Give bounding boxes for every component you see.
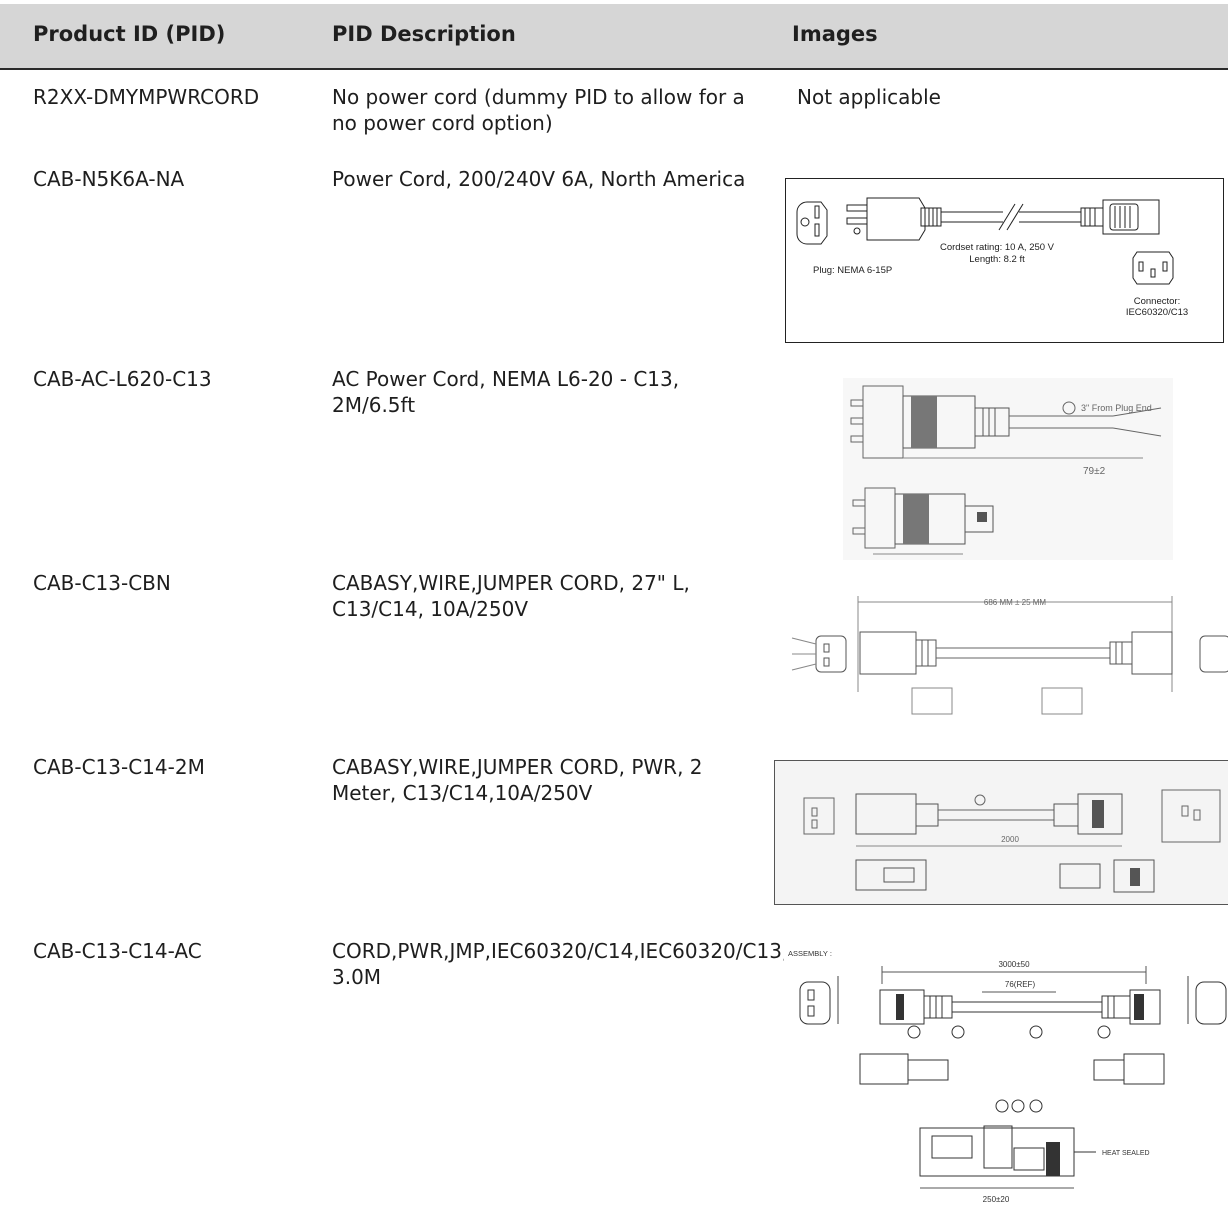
rating-label: Cordset rating: 10 A, 250 V [940, 242, 1055, 253]
description-cell: No power cord (dummy PID to allow for a … [332, 85, 745, 135]
length-label: 686 MM ± 25 MM [984, 598, 1047, 607]
pid-cell: CAB-C13-CBN [33, 571, 171, 595]
description-cell: Power Cord, 200/240V 6A, North America [332, 167, 746, 191]
power-cord-drawing-c13-c14-2m: 2000 [774, 760, 1228, 905]
sleeve-length-label: 250±20 [983, 1195, 1010, 1204]
length-label: Length: 8.2 ft [969, 254, 1025, 265]
description-cell: CABASY,WIRE,JUMPER CORD, 27" L, C13/C14,… [332, 571, 690, 621]
pid-cell: CAB-AC-L620-C13 [33, 367, 212, 391]
power-cord-drawing-nema-l6-20: 3" From Plug End 79±2 [843, 378, 1173, 560]
power-cord-drawing-c13-c14-27in: 686 MM ± 25 MM [780, 592, 1228, 730]
header-product-id: Product ID (PID) [33, 22, 226, 46]
pid-cell: CAB-C13-C14-2M [33, 755, 205, 779]
header-images: Images [792, 22, 878, 46]
description-cell: AC Power Cord, NEMA L6-20 - C13, 2M/6.5f… [332, 367, 680, 417]
pid-cell: CAB-C13-C14-AC [33, 939, 202, 963]
table-header: Product ID (PID) PID Description Images [0, 4, 1228, 70]
power-cord-drawing-nema-6-15p: Plug: NEMA 6-15P Cordset rating: 10 A, 2… [785, 178, 1225, 343]
connector-type-label: IEC60320/C13 [1126, 307, 1188, 318]
image-not-applicable: Not applicable [797, 85, 941, 109]
pid-cell: CAB-N5K6A-NA [33, 167, 185, 191]
power-cord-drawing-c13-c14-3m: ASSEMBLY : 3000±50 76(REF) [784, 944, 1228, 1207]
plug-label: Plug: NEMA 6-15P [813, 265, 892, 276]
header-pid-description: PID Description [332, 22, 516, 46]
length-label: 2000 [1001, 835, 1019, 844]
description-cell: CABASY,WIRE,JUMPER CORD, PWR, 2 Meter, C… [332, 755, 703, 805]
connector-label: Connector: [1134, 296, 1180, 307]
length-label: 3000±50 [998, 960, 1030, 969]
pid-cell: R2XX-DMYMPWRCORD [33, 85, 260, 109]
assembly-label: ASSEMBLY : [788, 949, 832, 958]
description-cell: CORD,PWR,JMP,IEC60320/C14,IEC60320/C13, … [332, 939, 789, 989]
note-label: 3" From Plug End [1081, 403, 1152, 413]
length-label: 79±2 [1083, 466, 1106, 477]
heat-sealed-label: HEAT SEALED [1102, 1150, 1150, 1157]
ref-label: 76(REF) [1005, 980, 1036, 989]
